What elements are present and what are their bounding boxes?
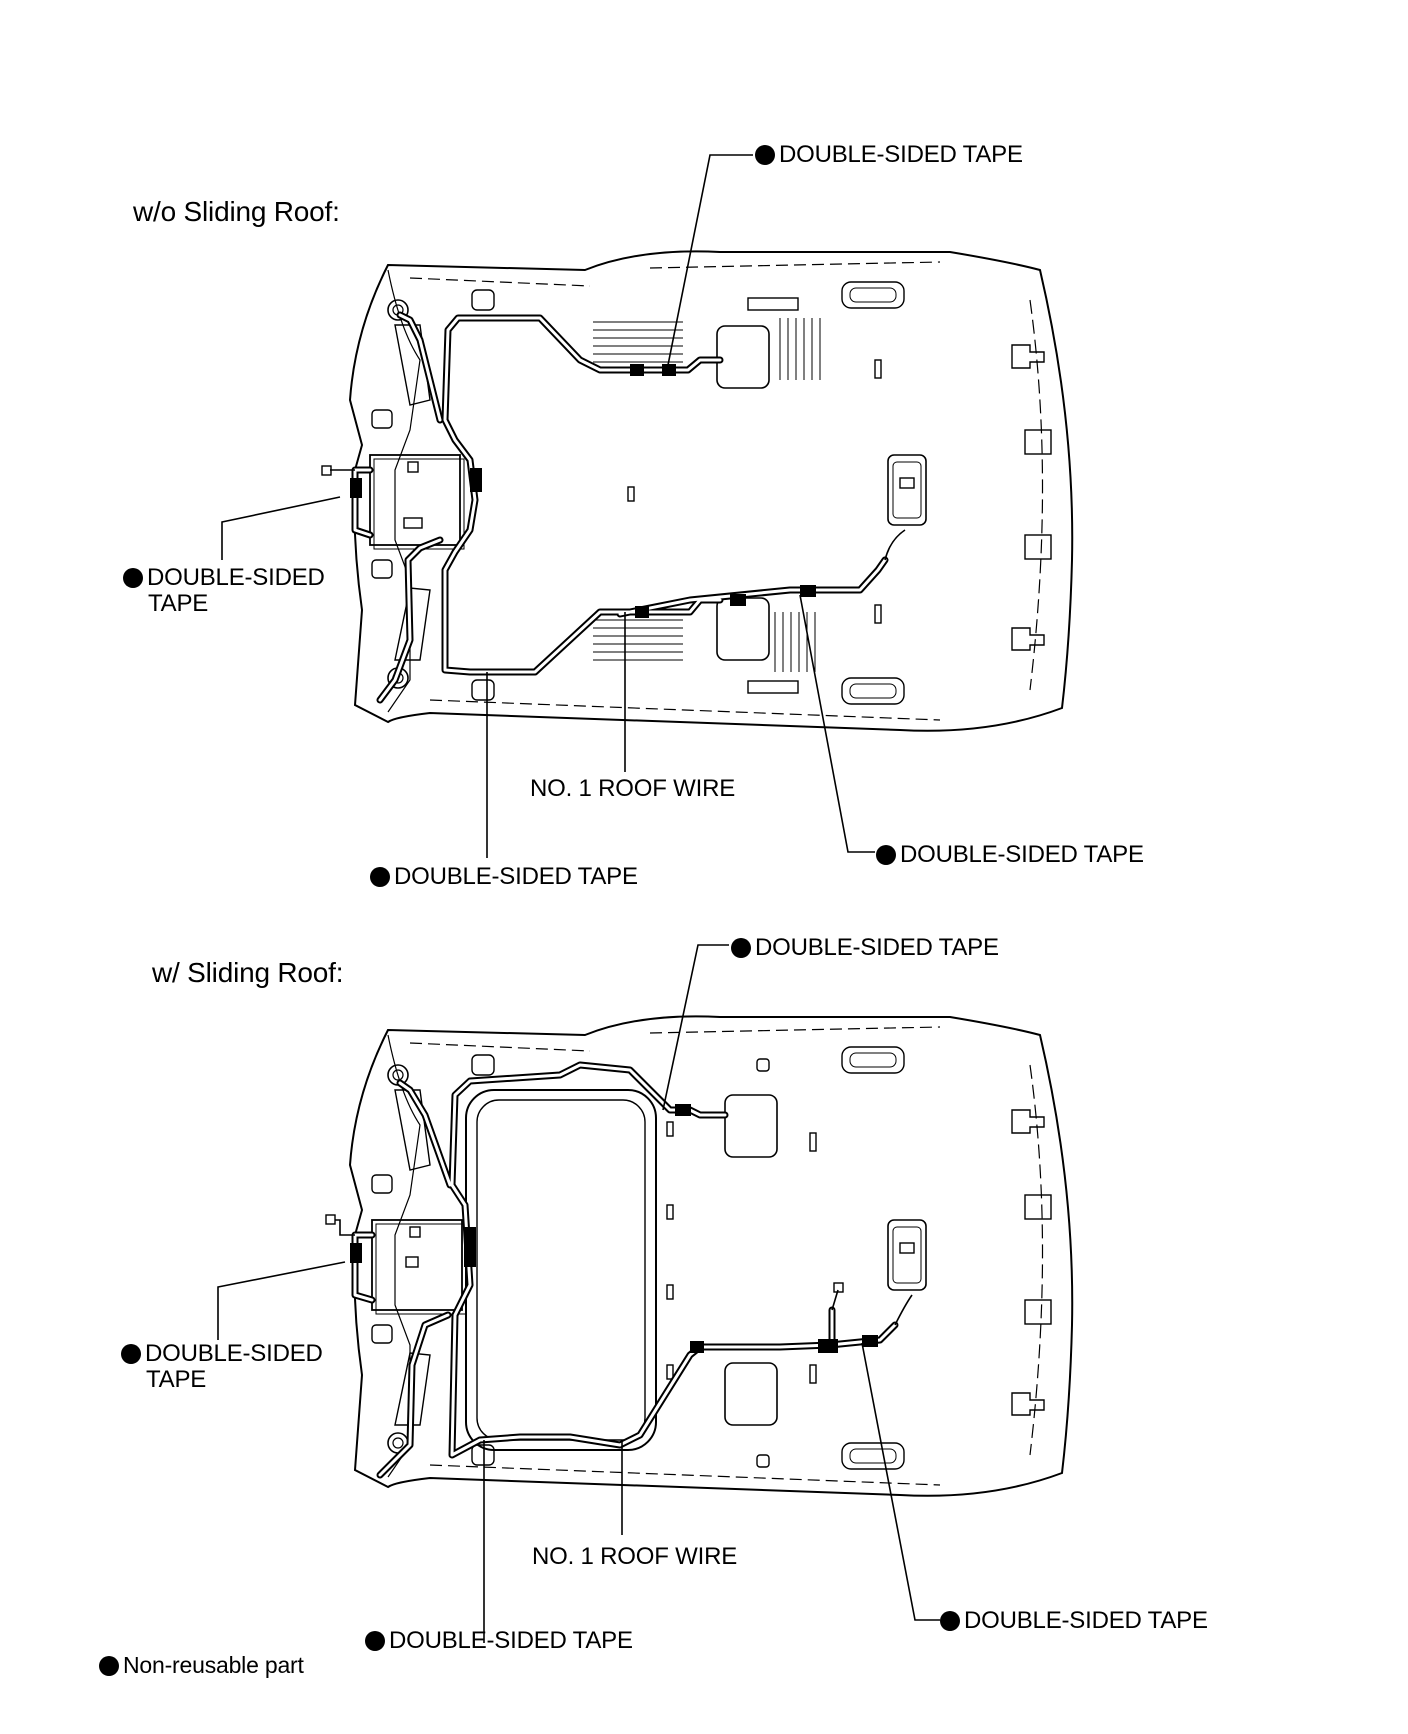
panel2-right-tape-label: DOUBLE-SIDED TAPE — [940, 1608, 1208, 1634]
no1-roof-wire — [321, 311, 906, 704]
non-reusable-marker-icon — [940, 1611, 960, 1631]
panel1-bottom-tape-label: DOUBLE-SIDED TAPE — [370, 864, 638, 890]
legend: Non-reusable part — [99, 1652, 304, 1678]
panel2-title: w/ Sliding Roof: — [152, 957, 344, 988]
headliner-outline — [349, 250, 1074, 732]
panel-with-sliding-roof — [217, 944, 1074, 1643]
non-reusable-marker-icon — [123, 568, 143, 588]
non-reusable-marker-icon — [121, 1344, 141, 1364]
leader-lines — [221, 154, 875, 858]
headliner-features — [371, 1058, 927, 1468]
panel2-bottom-tape-label: DOUBLE-SIDED TAPE — [365, 1628, 633, 1654]
non-reusable-marker-icon — [755, 145, 775, 165]
non-reusable-marker-icon — [731, 938, 751, 958]
panel1-wire-label: NO. 1 ROOF WIRE — [530, 775, 736, 802]
non-reusable-marker-icon — [365, 1631, 385, 1651]
non-reusable-marker-icon — [876, 845, 896, 865]
panel1-right-tape-label: DOUBLE-SIDED TAPE — [876, 842, 1144, 868]
panel2-wire-label: NO. 1 ROOF WIRE — [532, 1543, 738, 1570]
panel1-top-tape-label: DOUBLE-SIDED TAPE — [755, 142, 1023, 168]
panel2-left-tape-label: DOUBLE-SIDED TAPE — [121, 1341, 323, 1393]
filled-circle-icon — [99, 1656, 119, 1676]
non-reusable-marker-icon — [370, 867, 390, 887]
panel-without-sliding-roof — [221, 154, 1074, 858]
no1-roof-wire — [325, 1061, 913, 1479]
leader-lines — [217, 944, 940, 1643]
panel2-top-tape-label: DOUBLE-SIDED TAPE — [731, 935, 999, 961]
panel1-left-tape-label: DOUBLE-SIDED TAPE — [123, 565, 325, 617]
panel1-title: w/o Sliding Roof: — [133, 196, 340, 227]
headliner-features — [369, 297, 927, 694]
